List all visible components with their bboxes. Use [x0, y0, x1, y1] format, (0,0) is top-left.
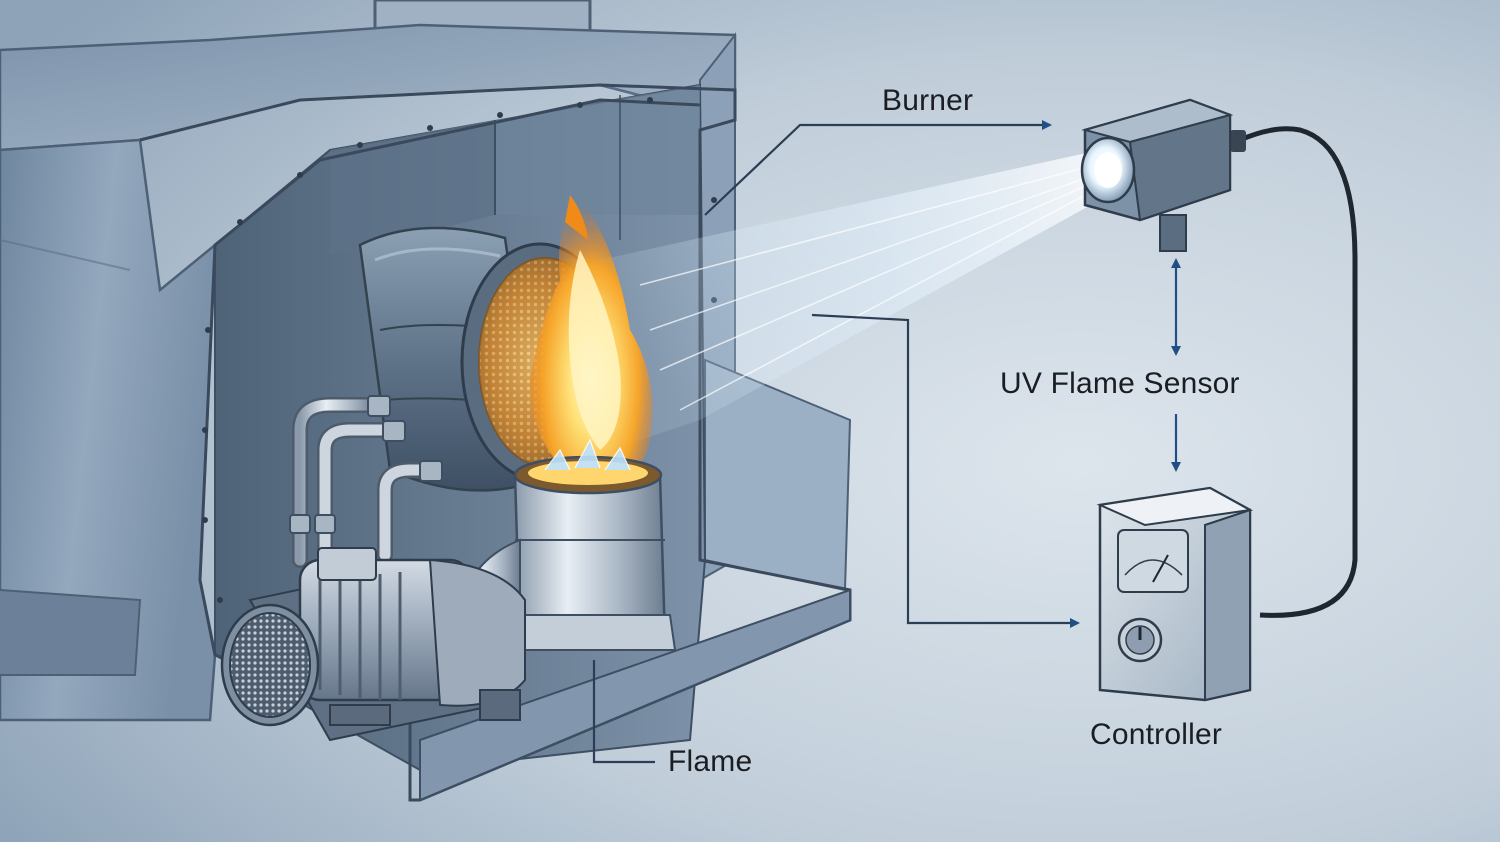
burner-label: Burner	[882, 84, 974, 117]
controller-box-icon	[1096, 486, 1254, 702]
burner-callout-line	[704, 120, 1052, 216]
fuel-pipe-icon	[292, 397, 438, 568]
callout-lines	[592, 120, 1181, 764]
motor-grille	[229, 612, 311, 718]
uv-flame-sensor-label: UV Flame Sensor	[1000, 367, 1240, 400]
flame	[530, 190, 653, 482]
flame-label: Flame	[668, 745, 753, 778]
sensor-to-controller-line	[811, 313, 1080, 628]
blower-motor-icon	[220, 547, 526, 742]
controller-label: Controller	[1090, 718, 1223, 751]
uv-beam	[595, 150, 1100, 455]
flame-callout-line	[592, 660, 655, 764]
dial-knob-icon	[1117, 617, 1163, 663]
uv-sensor-icon	[1080, 98, 1358, 618]
meter-gauge-icon	[1117, 529, 1189, 593]
nozzle-pipe	[458, 438, 677, 651]
